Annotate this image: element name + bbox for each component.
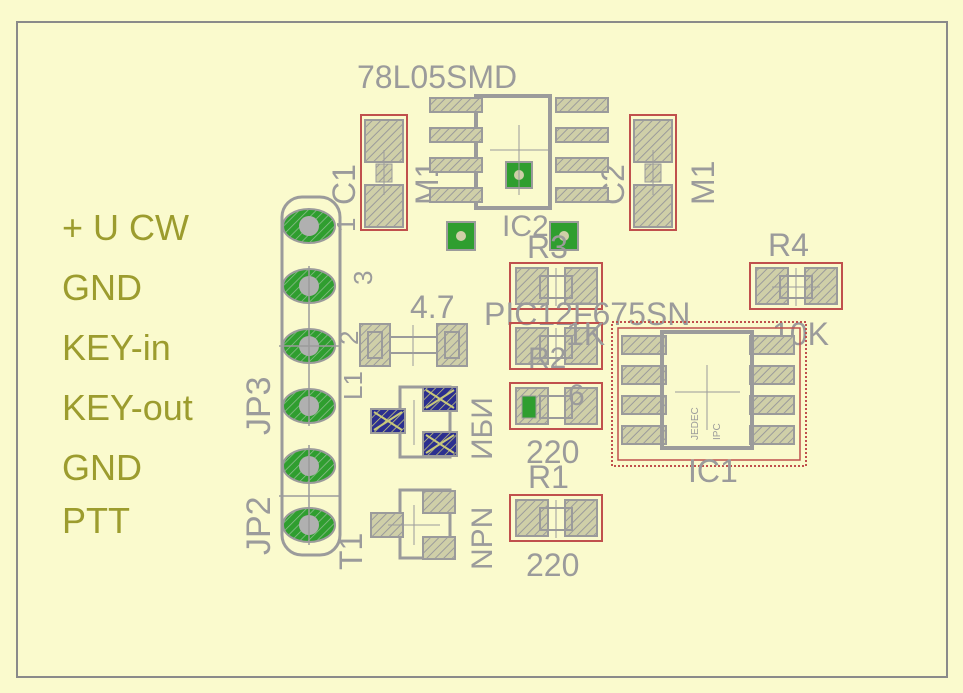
jp3-pin1: 1: [331, 218, 361, 232]
ic1-body-1: JEDEC: [690, 407, 701, 440]
vd-type: ИБИ: [466, 397, 499, 460]
r2-partial: 6: [568, 379, 585, 412]
ic2-value: 78L05SMD: [357, 59, 517, 95]
inductor-l1: 4.7 L1: [338, 289, 468, 400]
resistor-r2: 1K R2: [509, 316, 605, 375]
capacitor-c2: C2 M1: [595, 114, 721, 231]
l1-value: 4.7: [410, 289, 454, 325]
regulator-ic2: 78L05SMD IC2: [357, 59, 609, 243]
t1-name: T1: [333, 533, 369, 570]
resistor-r4: R4 10K: [749, 227, 843, 352]
jp2-name: JP2: [240, 496, 278, 555]
label-gnd-2: GND: [62, 447, 142, 488]
resistor-r1: R1 220: [509, 459, 603, 583]
resistor-r3: R3: [509, 229, 603, 310]
vias: [446, 221, 579, 251]
l1-name: L1: [338, 371, 368, 400]
ic1-value: PIC12F675SN: [484, 296, 690, 332]
label-key-in: KEY-in: [62, 327, 171, 368]
connector-labels: + U CW GND KEY-in KEY-out GND PTT: [62, 207, 193, 541]
jp3-pin2: 2: [334, 331, 364, 345]
resistor-r2b: 6 220: [509, 379, 603, 470]
c1-name: C1: [326, 164, 362, 205]
jp3-pin3: 3: [348, 271, 378, 285]
ic1-body-2: IPC: [712, 423, 723, 440]
connector-jp3-jp2: JP3 JP2 1 3 2: [240, 195, 378, 557]
label-gnd-1: GND: [62, 267, 142, 308]
ic1-name: IC1: [688, 453, 738, 489]
r1-name: R1: [528, 459, 569, 495]
r4-name: R4: [768, 227, 809, 263]
label-key-out: KEY-out: [62, 387, 193, 428]
r1-value: 220: [526, 547, 579, 583]
transistor-t1: T1 NPN: [333, 488, 499, 570]
r3-name: R3: [527, 229, 568, 265]
jp3-name: JP3: [240, 376, 278, 435]
label-u-cw: + U CW: [62, 207, 189, 248]
c2-marking: M1: [685, 161, 721, 205]
r2-name: R2: [528, 342, 566, 375]
t1-type: NPN: [466, 507, 499, 570]
ic2-name: IC2: [502, 210, 549, 243]
r3-value: 1K: [566, 316, 605, 352]
r2-value: 220: [526, 434, 579, 470]
mcu-ic1: JEDEC IPC IC1: [611, 321, 807, 489]
connector-drills: [299, 216, 319, 535]
diode-vd1: ИБИ: [370, 385, 499, 460]
board-outline: [16, 21, 948, 678]
label-ptt: PTT: [62, 500, 130, 541]
connector-outline: [280, 195, 342, 557]
capacitor-c1: C1 M1: [326, 114, 445, 231]
